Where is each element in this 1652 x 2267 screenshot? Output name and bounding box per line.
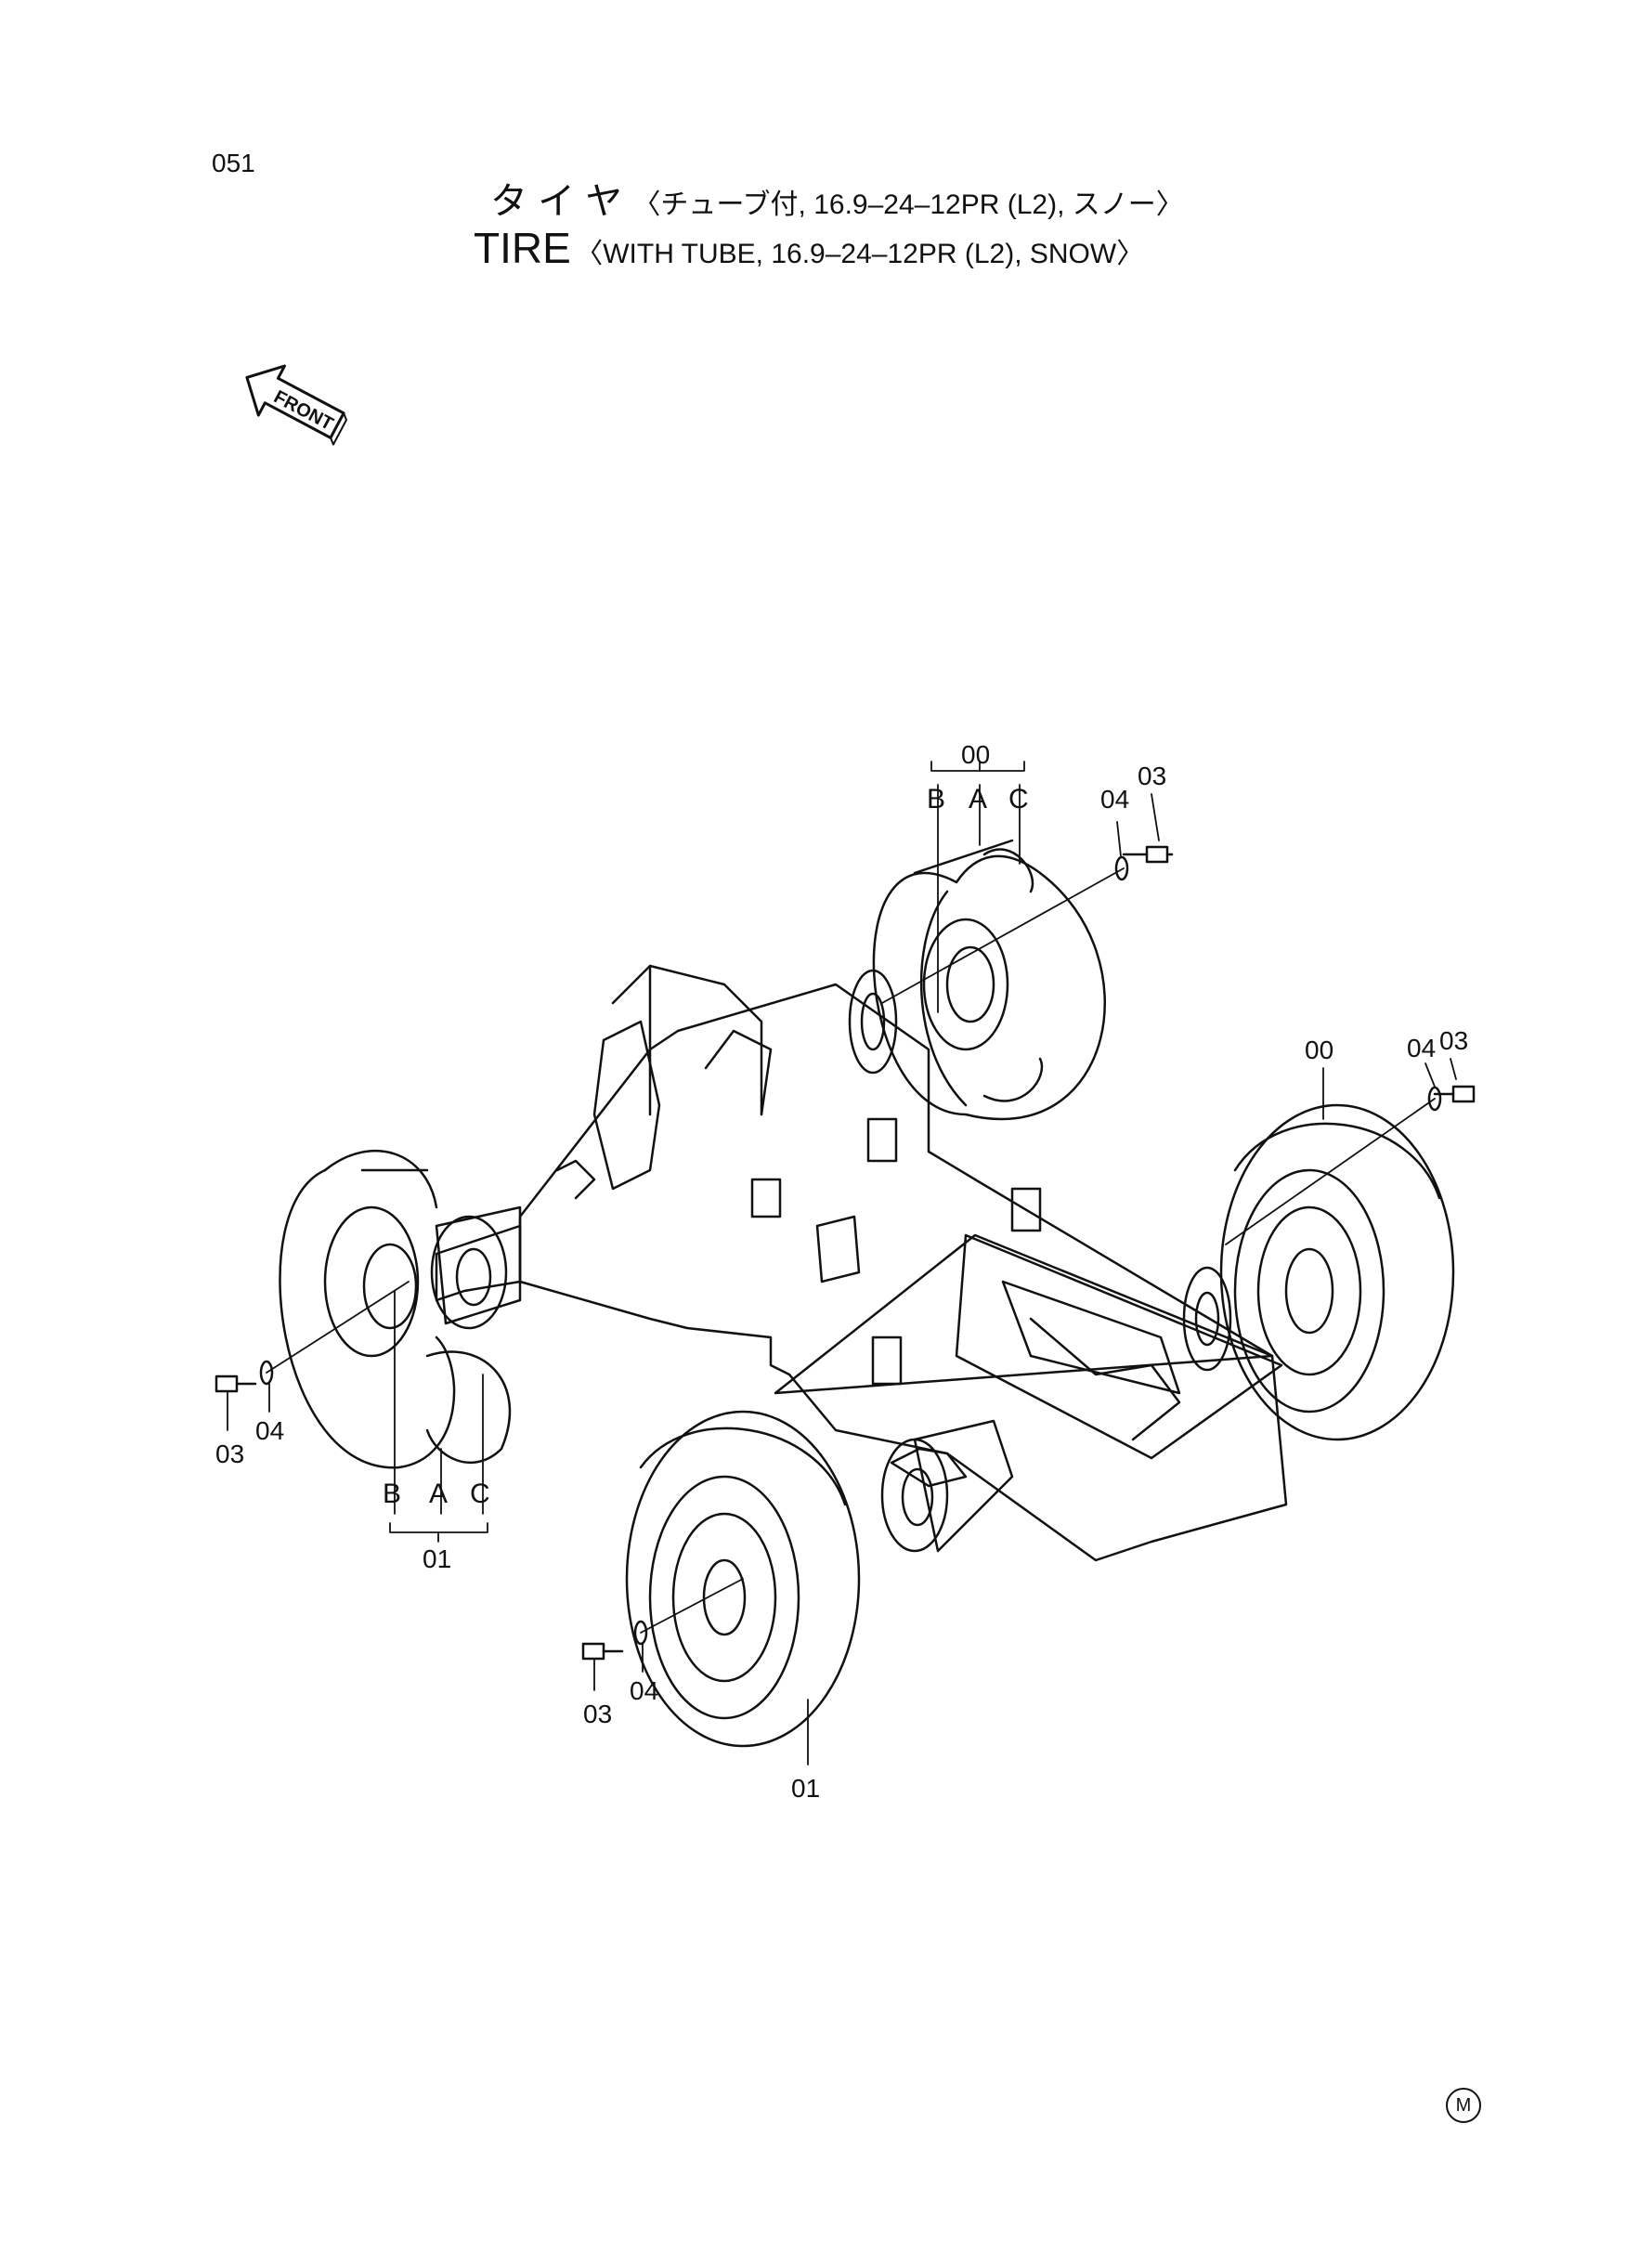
title-jp-sub: 〈チューブ付, 16.9–24–12PR (L2), スノー〉	[632, 189, 1184, 220]
callout-rear-left-washer: 04	[1100, 785, 1129, 814]
callout-rear-left-a: A	[969, 784, 987, 814]
callout-front-left-washer: 04	[255, 1416, 284, 1445]
callout-rear-left-group: 00	[961, 740, 990, 769]
bolt-front-right	[581, 1642, 624, 1661]
callout-front-left-c: C	[470, 1479, 490, 1509]
washer-front-left	[259, 1360, 274, 1386]
machine-frame	[435, 964, 1288, 1562]
callout-rear-left-bolt: 03	[1138, 762, 1166, 790]
callout-front-left-a: A	[429, 1479, 448, 1509]
front-direction-arrow-icon: FRONT	[245, 364, 348, 446]
bolt-rear-right	[1433, 1085, 1476, 1103]
callout-front-left-group: 01	[423, 1544, 451, 1573]
callout-front-left-b: B	[383, 1479, 401, 1509]
callout-front-right-washer: 04	[630, 1676, 658, 1705]
hub-front-left	[430, 1205, 522, 1330]
callout-front-left-bolt: 03	[215, 1440, 244, 1468]
tire-front-right	[625, 1410, 861, 1748]
title-japanese: タ イ ヤ 〈チューブ付, 16.9–24–12PR (L2), スノー〉	[490, 171, 1184, 225]
washer-rear-right	[1427, 1086, 1442, 1112]
washer-front-right	[633, 1620, 648, 1646]
tire-front-left-exploded	[279, 1149, 512, 1469]
callout-rear-left-c: C	[1008, 784, 1029, 814]
hub-rear-right	[1182, 1266, 1232, 1372]
callout-rear-right-tire: 00	[1305, 1036, 1333, 1064]
callout-front-right-bolt: 03	[583, 1700, 612, 1728]
callout-rear-right-bolt: 03	[1439, 1026, 1468, 1055]
bolt-rear-left	[1122, 845, 1174, 864]
tire-rear-left-exploded	[872, 839, 1107, 1121]
title-en-sub: 〈WITH TUBE, 16.9–24–12PR (L2), SNOW〉	[575, 239, 1145, 269]
manufacturer-mark-icon: M	[1446, 2088, 1481, 2123]
hub-front-right	[880, 1419, 1014, 1553]
leader-lines	[227, 761, 1457, 1765]
callout-front-right-tire: 01	[791, 1774, 820, 1803]
bolt-front-left	[215, 1375, 257, 1393]
washer-rear-left	[1114, 855, 1129, 881]
tire-rear-right	[1219, 1103, 1455, 1441]
callout-rear-right-washer: 04	[1407, 1034, 1436, 1062]
title-english: TIRE 〈WITH TUBE, 16.9–24–12PR (L2), SNOW…	[474, 223, 1144, 273]
page-number: 051	[212, 149, 255, 177]
title-en-main: TIRE	[474, 224, 571, 272]
callout-rear-left-b: B	[927, 784, 945, 814]
title-jp-main: タ イ ヤ	[490, 181, 623, 222]
